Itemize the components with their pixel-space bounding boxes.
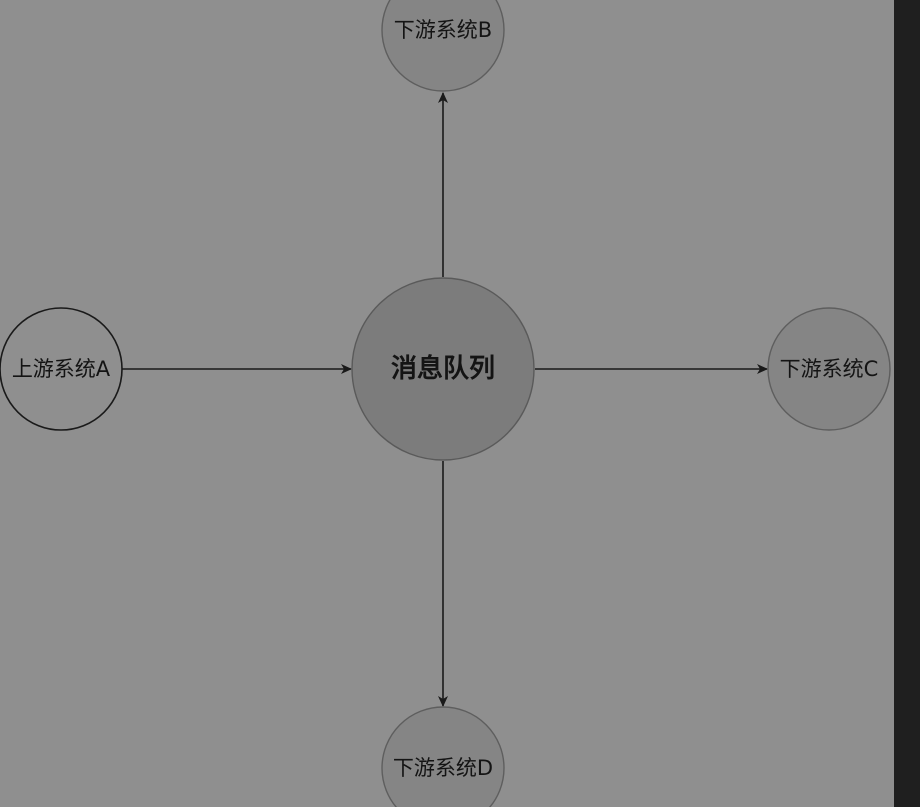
upstream-node-a[interactable]: 上游系统A — [0, 307, 123, 431]
upstream-node-a-label: 上游系统A — [12, 357, 111, 381]
message-queue-node[interactable]: 消息队列 — [351, 277, 535, 461]
message-queue-circle — [351, 277, 535, 461]
downstream-node-d[interactable]: 下游系统D — [381, 706, 505, 807]
downstream-node-b-circle — [381, 0, 505, 92]
downstream-node-c-label: 下游系统C — [780, 357, 879, 381]
downstream-node-d-label: 下游系统D — [393, 756, 493, 780]
upstream-node-a-circle — [0, 307, 123, 431]
downstream-node-b[interactable]: 下游系统B — [381, 0, 505, 92]
downstream-node-c[interactable]: 下游系统C — [767, 307, 891, 431]
message-queue-diagram: 上游系统A 消息队列 下游系统B 下游系统C 下游系统D — [0, 0, 891, 807]
downstream-node-d-circle — [381, 706, 505, 807]
window-edge-strip — [894, 0, 920, 807]
downstream-node-b-label: 下游系统B — [394, 18, 492, 42]
downstream-node-c-circle — [767, 307, 891, 431]
message-queue-label: 消息队列 — [391, 353, 495, 384]
